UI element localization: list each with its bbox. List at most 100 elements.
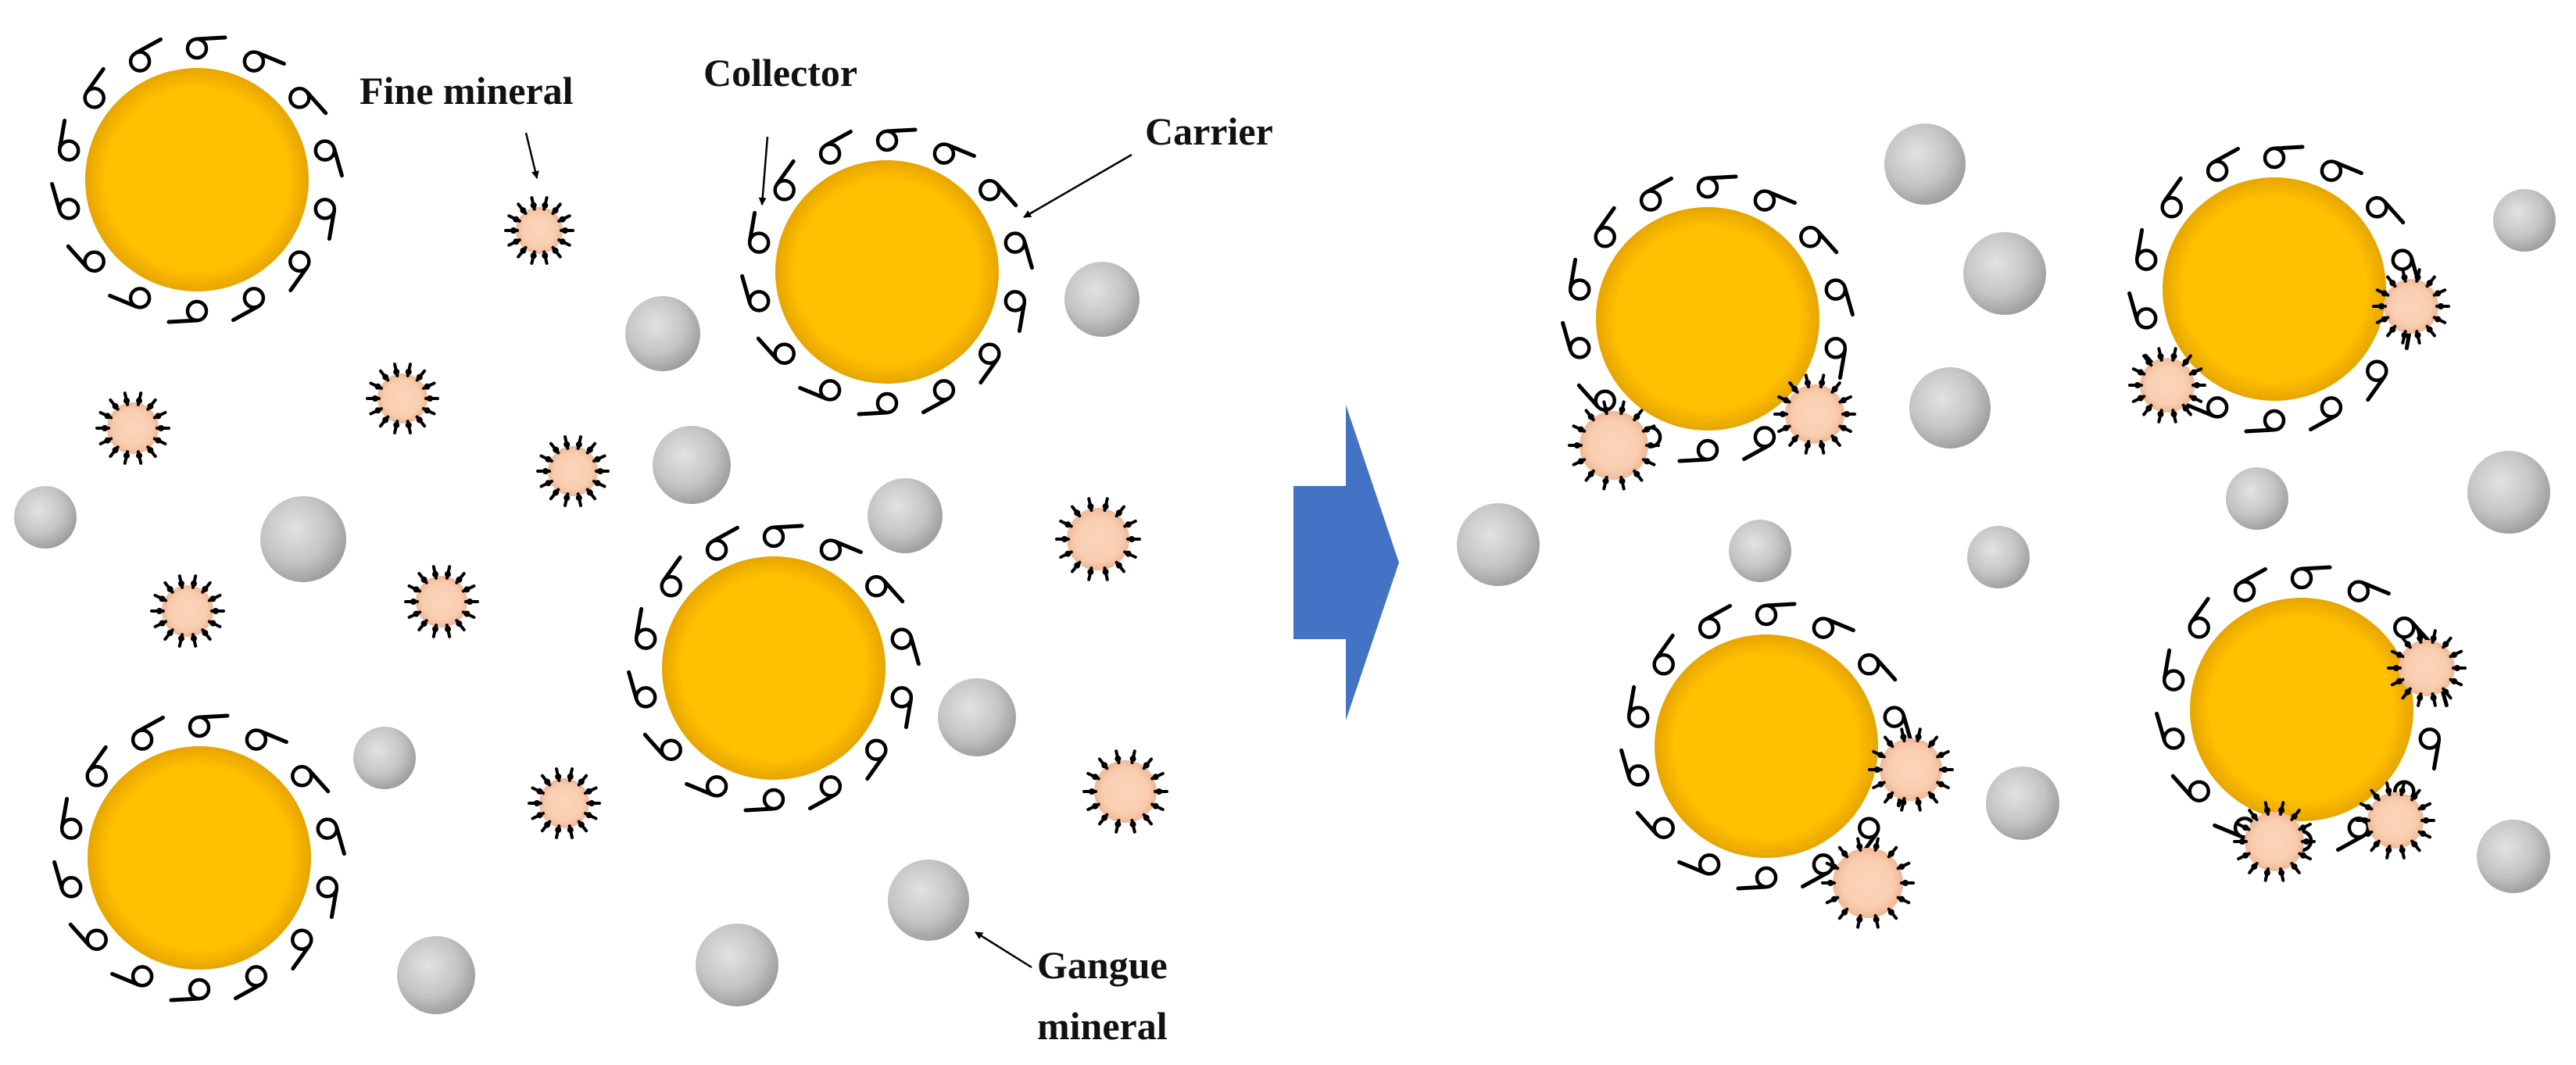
collector-head: [242, 50, 266, 73]
gangue-particle: [2493, 189, 2556, 252]
fine-collector-head: [1619, 406, 1626, 413]
fine-collector-head: [510, 227, 517, 234]
fine-collector-head: [456, 576, 463, 583]
fine-collector-head: [562, 227, 568, 234]
fine-collector-head: [104, 413, 111, 420]
fine-collector-head: [1092, 774, 1099, 781]
fine-collector-head: [1633, 413, 1640, 420]
fine-mineral-particle: [404, 565, 479, 638]
collector-head: [85, 765, 108, 788]
fine-collector-head: [1780, 411, 1786, 417]
fine-collector-head: [1804, 442, 1811, 449]
fine-collector-head: [597, 468, 603, 474]
fine-collector-head: [2182, 359, 2189, 366]
fine-collector-head: [155, 413, 162, 420]
fine-collector-head: [1887, 850, 1894, 857]
collector-head: [1824, 337, 1848, 359]
fine-collector-head: [1791, 436, 1798, 443]
fine-collector-head: [564, 495, 571, 502]
fine-collector-head: [136, 452, 142, 459]
carrier-core: [775, 160, 999, 384]
collector-head: [1652, 653, 1675, 676]
carrier-core: [1655, 634, 1878, 858]
fine-collector-head: [2438, 303, 2444, 309]
fine-collector-head: [209, 595, 216, 602]
collector-head: [128, 50, 152, 73]
fine-collector-head: [374, 383, 381, 390]
fine-collector-head: [585, 812, 592, 819]
fine-collector-head: [2411, 793, 2418, 800]
fine-collector-head: [2263, 870, 2270, 876]
fine-collector-head: [1102, 503, 1109, 510]
fine-collector-head: [2137, 369, 2144, 376]
fine-collector-head: [202, 630, 209, 637]
fine-collector-head: [1898, 895, 1905, 902]
fine-mineral-core: [2384, 279, 2438, 334]
fine-collector-head: [1574, 442, 1580, 449]
fine-collector-head: [393, 422, 400, 429]
fine-collector-head: [1089, 788, 1095, 795]
collector-head: [875, 129, 899, 152]
fine-collector-head: [2170, 411, 2177, 417]
collector-head: [979, 342, 1001, 365]
gangue-particle: [625, 296, 700, 371]
fine-mineral-core: [1094, 760, 1157, 823]
collector-head: [1568, 278, 1591, 301]
gangue-particle: [1064, 262, 1140, 337]
collector-head: [131, 965, 154, 988]
fine-collector-head: [159, 595, 166, 602]
gangue-particles: [14, 123, 2556, 1014]
collector-head: [188, 715, 211, 738]
fine-collector-head: [594, 480, 601, 487]
fine-collector-head: [2430, 695, 2437, 701]
fine-collector-head: [1898, 863, 1905, 870]
collector-head: [2320, 396, 2343, 419]
gangue-particle: [397, 936, 475, 1014]
collector-head: [2188, 780, 2210, 802]
fine-mineral-particle: [1082, 749, 1168, 834]
collector-head: [313, 139, 337, 162]
fine-collector-head: [1873, 843, 1880, 850]
collector-head: [747, 290, 771, 313]
fine-collector-head: [209, 620, 216, 627]
fine-collector-head: [534, 800, 540, 806]
fine-collector-head: [1844, 411, 1850, 417]
fine-collector-head: [2404, 641, 2411, 648]
fine-mineral-particles: [95, 196, 2467, 929]
gangue-particle: [2467, 451, 2550, 534]
collector-head: [634, 686, 657, 709]
collector-head: [59, 876, 83, 899]
fine-collector-head: [2137, 395, 2144, 402]
fine-collector-head: [382, 416, 389, 423]
fine-collector-head: [166, 630, 174, 637]
fine-collector-head: [2385, 847, 2392, 853]
gangue-particle: [1884, 123, 1966, 205]
fine-mineral-particle: [2233, 801, 2316, 882]
collector-label: Collector: [703, 51, 857, 95]
fine-collector-head: [1887, 740, 1894, 747]
fine-collector-head: [1087, 503, 1094, 510]
fine-collector-head: [542, 252, 549, 259]
fine-collector-head: [393, 368, 400, 375]
collector-head: [1639, 189, 1662, 212]
fine-collector-head: [2299, 824, 2306, 831]
collector-head: [1698, 616, 1721, 639]
fine-collector-head: [2251, 813, 2258, 820]
collector-head: [1883, 706, 1906, 728]
fine-collector-head: [594, 456, 601, 463]
fine-collector-head: [1633, 470, 1640, 477]
collector-head: [1753, 189, 1776, 212]
fine-collector-head: [1856, 916, 1863, 923]
fine-collector-head: [2395, 677, 2402, 684]
fine-collector-head: [2401, 332, 2408, 338]
fine-mineral-particle: [95, 391, 170, 465]
gangue-particle: [2477, 820, 2550, 893]
fine-collector-head: [2278, 807, 2285, 813]
fine-collector-head: [578, 778, 585, 785]
fine-collector-head: [1129, 820, 1136, 827]
fine-mineral-core: [1580, 411, 1648, 480]
collector-head: [2366, 359, 2388, 382]
collector-head: [245, 965, 268, 988]
collector-head: [2263, 146, 2286, 170]
fine-collector-head: [542, 202, 549, 209]
